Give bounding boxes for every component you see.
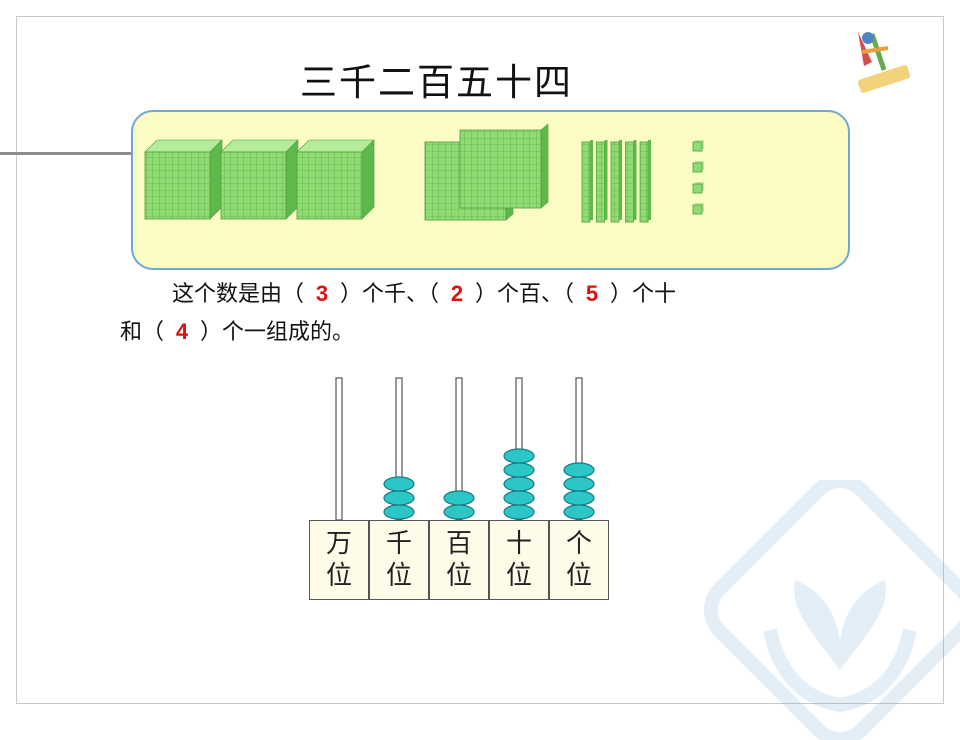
one-cube [692, 203, 704, 215]
base-ten-blocks-panel [131, 110, 850, 270]
place-label-text: 百 位 [445, 529, 472, 591]
place-label-tens: 十 位 [489, 520, 549, 600]
abacus-bead [563, 490, 595, 506]
one-cube [692, 140, 704, 152]
abacus-bead [503, 490, 535, 506]
place-label-text: 十 位 [505, 529, 532, 591]
answer-hundreds: 2 [450, 281, 464, 306]
abacus-bead [383, 490, 415, 506]
ten-rod [639, 140, 651, 223]
abacus-bead [503, 476, 535, 492]
abacus-bead [383, 476, 415, 492]
abacus [335, 377, 595, 521]
thousand-cube [144, 139, 223, 220]
compass-ruler-logo-icon [857, 32, 911, 93]
abacus-bead [503, 462, 535, 478]
base-ten-blocks [144, 123, 704, 223]
ten-rod [610, 140, 622, 223]
abacus-bead [503, 448, 535, 464]
sentence-line-2: 和（ 4 ）个一组成的。 [120, 314, 354, 346]
abacus-bead [443, 504, 475, 520]
watermark-emblem-icon [704, 480, 960, 740]
answer-thousands: 3 [315, 281, 329, 306]
place-label-text: 千 位 [385, 529, 412, 591]
page-title: 三千二百五十四 [300, 61, 573, 104]
one-cube [692, 161, 704, 173]
thousand-cube [296, 139, 375, 220]
one-cube [692, 182, 704, 194]
sentence-text: ）个千、（ [340, 282, 440, 307]
sentence-text: 和（ [120, 320, 165, 345]
answer-tens: 5 [585, 281, 599, 306]
left-rule [0, 152, 132, 155]
abacus-bead [503, 504, 535, 520]
answer-ones: 4 [175, 319, 189, 344]
place-label-text: 万 位 [325, 529, 352, 591]
ten-rod [596, 140, 608, 223]
place-label-ones: 个 位 [549, 520, 609, 600]
abacus-bead [383, 504, 415, 520]
ten-rod [625, 140, 637, 223]
sentence-text: ）个百、（ [475, 282, 575, 307]
abacus-bead [563, 476, 595, 492]
abacus-bead [563, 504, 595, 520]
sentence-line-1: 这个数是由（ 3 ）个千、（ 2 ）个百、（ 5 ）个十 [172, 276, 676, 308]
place-label-ten-thousands: 万 位 [309, 520, 369, 600]
place-label-text: 个 位 [565, 529, 592, 591]
ten-rod [581, 140, 593, 223]
abacus-bead [443, 490, 475, 506]
place-label-hundreds: 百 位 [429, 520, 489, 600]
sentence-text: ）个十 [610, 282, 677, 307]
sentence-text: ）个一组成的。 [200, 320, 355, 345]
hundred-flat [459, 123, 549, 209]
place-label-thousands: 千 位 [369, 520, 429, 600]
abacus-rod-ten-thousands [335, 377, 343, 521]
thousand-cube [220, 139, 299, 220]
abacus-bead [563, 462, 595, 478]
sentence-text: 这个数是由（ [172, 282, 305, 307]
slide-frame [16, 16, 944, 704]
